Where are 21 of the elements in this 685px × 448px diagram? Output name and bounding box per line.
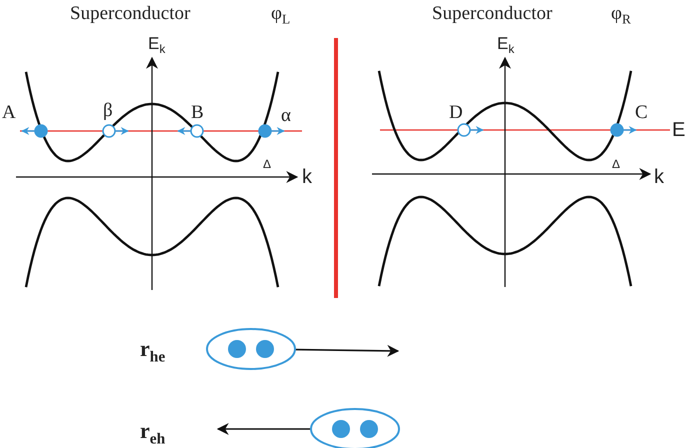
panel-title: Superconductor: [70, 4, 190, 23]
point-label: D: [449, 103, 463, 122]
gap-label: Δ: [263, 158, 272, 170]
phase-label: φ$_{R}$: [611, 4, 631, 26]
point-label: B: [191, 103, 204, 122]
arrow: [216, 423, 311, 435]
point-label: α: [281, 106, 291, 125]
point-label: β: [103, 101, 113, 120]
energy-label: E: [672, 120, 685, 140]
reflection-label: r$_{he}$: [140, 338, 166, 365]
point-label: C: [635, 103, 648, 122]
reflection-label: r$_{eh}$: [140, 420, 166, 447]
axis-label: E$_{k}$: [148, 35, 166, 56]
axis-label: k: [654, 167, 664, 187]
panel-title: Superconductor: [432, 4, 552, 23]
axis-label: k: [302, 167, 312, 187]
axis-label: E$_{k}$: [497, 35, 514, 56]
gap-label: Δ: [612, 158, 620, 170]
phase-label: φ$_{L}$: [271, 4, 290, 26]
arrow: [294, 344, 400, 357]
point-label: A: [2, 103, 16, 122]
